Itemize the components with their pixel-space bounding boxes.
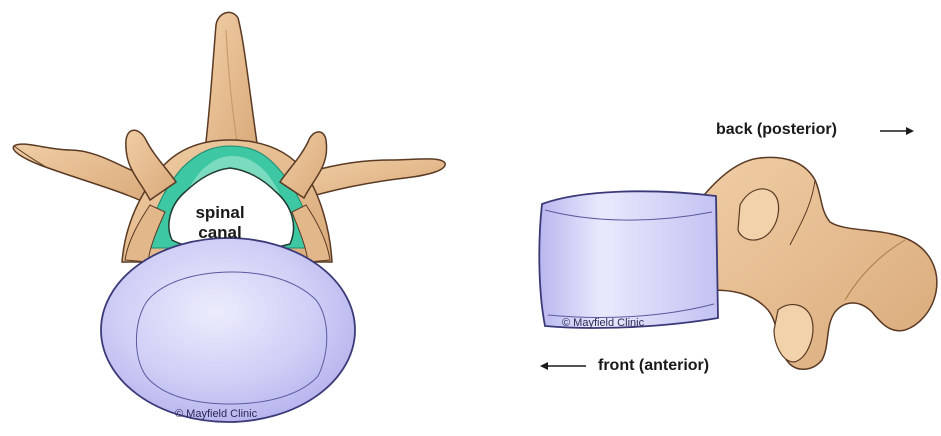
posterior-elements: [700, 157, 937, 369]
spinal-canal-label-line2: canal: [160, 223, 280, 243]
vertebral-body-axial: [101, 238, 355, 422]
copyright-right: © Mayfield Clinic: [562, 317, 644, 329]
lateral-vertebra-view: [539, 127, 937, 370]
vertebral-body-lateral: [539, 191, 718, 328]
spinal-canal-label-line1: spinal: [160, 203, 280, 223]
copyright-left: © Mayfield Clinic: [175, 408, 257, 420]
posterior-arrow: [880, 127, 914, 135]
spinous-process: [205, 12, 258, 150]
anterior-label: front (anterior): [598, 357, 709, 375]
anterior-arrow: [540, 362, 586, 370]
spinal-canal-label: spinal canal: [160, 203, 280, 243]
posterior-label: back (posterior): [716, 121, 837, 139]
